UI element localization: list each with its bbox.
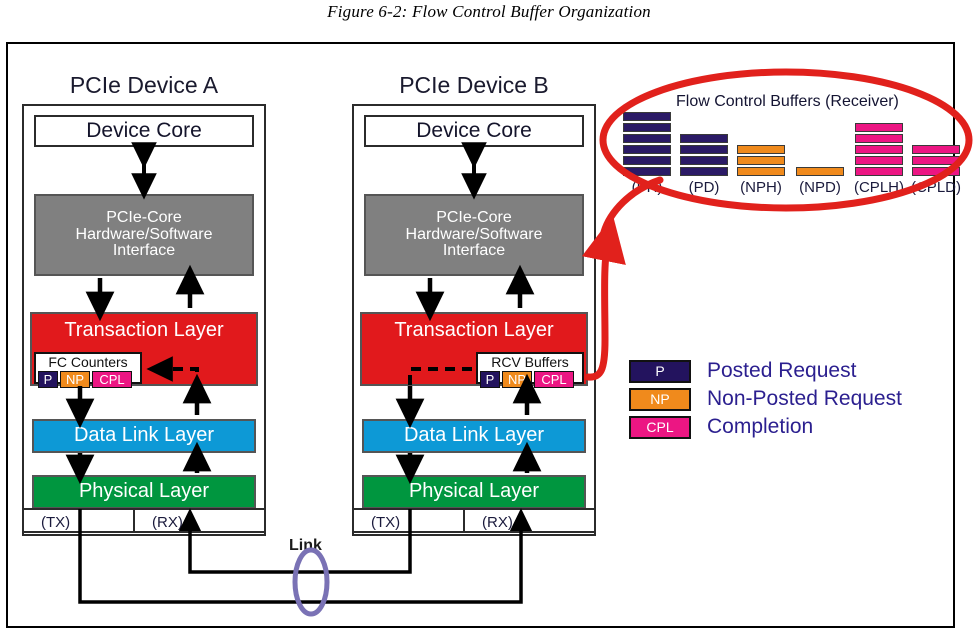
device-a-hwsw-line1: PCIe-Core <box>106 208 182 226</box>
buffer-bar <box>680 156 728 165</box>
figure-caption: Figure 6-2: Flow Control Buffer Organiza… <box>327 2 651 21</box>
device-a-physical-layer: Physical Layer <box>32 475 256 509</box>
legend-swatch-cpl: CPL <box>629 415 691 439</box>
legend-item-non-posted: NP Non-Posted Request <box>629 387 902 411</box>
device-b-rcv-buffers-panel: RCV Buffers P NP CPL <box>476 352 584 388</box>
device-b-rcv-buffers-title: RCV Buffers <box>491 354 569 370</box>
buffer-bar <box>855 134 903 143</box>
device-a-hwsw-line3: Interface <box>112 242 176 260</box>
buffer-bar <box>912 167 960 176</box>
buffer-bar <box>912 156 960 165</box>
device-b-rcv-buffers-chips: P NP CPL <box>480 371 580 388</box>
buffer-bar <box>737 156 785 165</box>
device-b-hwsw-line3: Interface <box>442 242 506 260</box>
buffer-bar <box>623 123 671 132</box>
buffer-bar <box>737 167 785 176</box>
device-a-hwsw-interface: PCIe-Core Hardware/Software Interface <box>34 194 254 276</box>
buffer-bar <box>680 134 728 143</box>
device-a-fc-counters-panel: FC Counters P NP CPL <box>34 352 142 388</box>
device-b-physical-layer: Physical Layer <box>362 475 586 509</box>
device-a-fc-counters-chips: P NP CPL <box>38 371 138 388</box>
device-b-transaction-layer-label: Transaction Layer <box>394 319 554 341</box>
device-b-data-link-layer: Data Link Layer <box>362 419 586 453</box>
device-b-hwsw-line2: Hardware/Software <box>405 225 543 243</box>
buffer-bar <box>855 167 903 176</box>
device-a-hwsw-line2: Hardware/Software <box>75 225 213 243</box>
device-b-chip-np: NP <box>502 371 532 388</box>
legend-label-completion: Completion <box>707 415 814 438</box>
buffer-bar <box>855 145 903 154</box>
buffer-bar <box>623 145 671 154</box>
device-a-transaction-layer-label: Transaction Layer <box>64 319 224 341</box>
buffer-bar <box>855 156 903 165</box>
legend-item-posted: P Posted Request <box>629 359 856 383</box>
buffer-bar <box>623 112 671 121</box>
buffer-stack-nph-label: (NPH) <box>740 179 782 196</box>
buffer-bar <box>623 167 671 176</box>
device-b-rx-label: (RX) <box>482 514 513 531</box>
device-b-core: Device Core <box>364 115 584 147</box>
legend-swatch-p: P <box>629 359 691 383</box>
flow-control-buffers-title: Flow Control Buffers (Receiver) <box>676 93 899 110</box>
device-a-chip-cpl: CPL <box>92 371 132 388</box>
buffer-bar <box>737 145 785 154</box>
buffer-stack-ph <box>623 112 671 176</box>
device-a-core: Device Core <box>34 115 254 147</box>
device-a-tx-label: (TX) <box>41 514 71 531</box>
buffer-stack-ph-label: (PH) <box>631 179 663 196</box>
buffer-bar <box>680 167 728 176</box>
device-a-chip-p: P <box>38 371 58 388</box>
legend-label-non-posted: Non-Posted Request <box>707 387 902 410</box>
buffer-stack-pd <box>680 134 728 176</box>
device-a-data-link-layer: Data Link Layer <box>32 419 256 453</box>
device-b-chip-cpl: CPL <box>534 371 574 388</box>
buffer-stack-cpld-label: (CPLD) <box>910 179 961 196</box>
buffer-stack-pd-label: (PD) <box>688 179 720 196</box>
buffer-bar <box>855 123 903 132</box>
buffer-bar <box>623 156 671 165</box>
buffer-bar <box>796 167 844 176</box>
buffer-stack-cpld <box>912 145 960 176</box>
device-b-tx-label: (TX) <box>371 514 401 531</box>
legend-label-posted: Posted Request <box>707 359 857 382</box>
device-a-transaction-layer: Transaction Layer <box>30 312 258 386</box>
device-a-title: PCIe Device A <box>69 72 219 98</box>
buffer-stack-npd <box>796 167 844 176</box>
device-b-hwsw-interface: PCIe-Core Hardware/Software Interface <box>364 194 584 276</box>
buffer-bar <box>680 145 728 154</box>
device-a-rx-label: (RX) <box>152 514 183 531</box>
device-b-hwsw-line1: PCIe-Core <box>436 208 512 226</box>
buffer-stack-cplh <box>855 123 903 176</box>
legend-item-completion: CPL Completion <box>629 415 813 439</box>
buffer-stack-nph <box>737 145 785 176</box>
device-a-chip-np: NP <box>60 371 90 388</box>
buffer-bar <box>623 134 671 143</box>
buffer-stack-npd-label: (NPD) <box>799 179 841 196</box>
legend-swatch-np: NP <box>629 387 691 411</box>
device-b-chip-p: P <box>480 371 500 388</box>
buffer-bar <box>912 145 960 154</box>
buffer-stack-cplh-label: (CPLH) <box>853 179 904 196</box>
device-b-title: PCIe Device B <box>399 72 549 98</box>
link-label: Link <box>289 537 322 554</box>
device-a-fc-counters-title: FC Counters <box>48 354 128 370</box>
